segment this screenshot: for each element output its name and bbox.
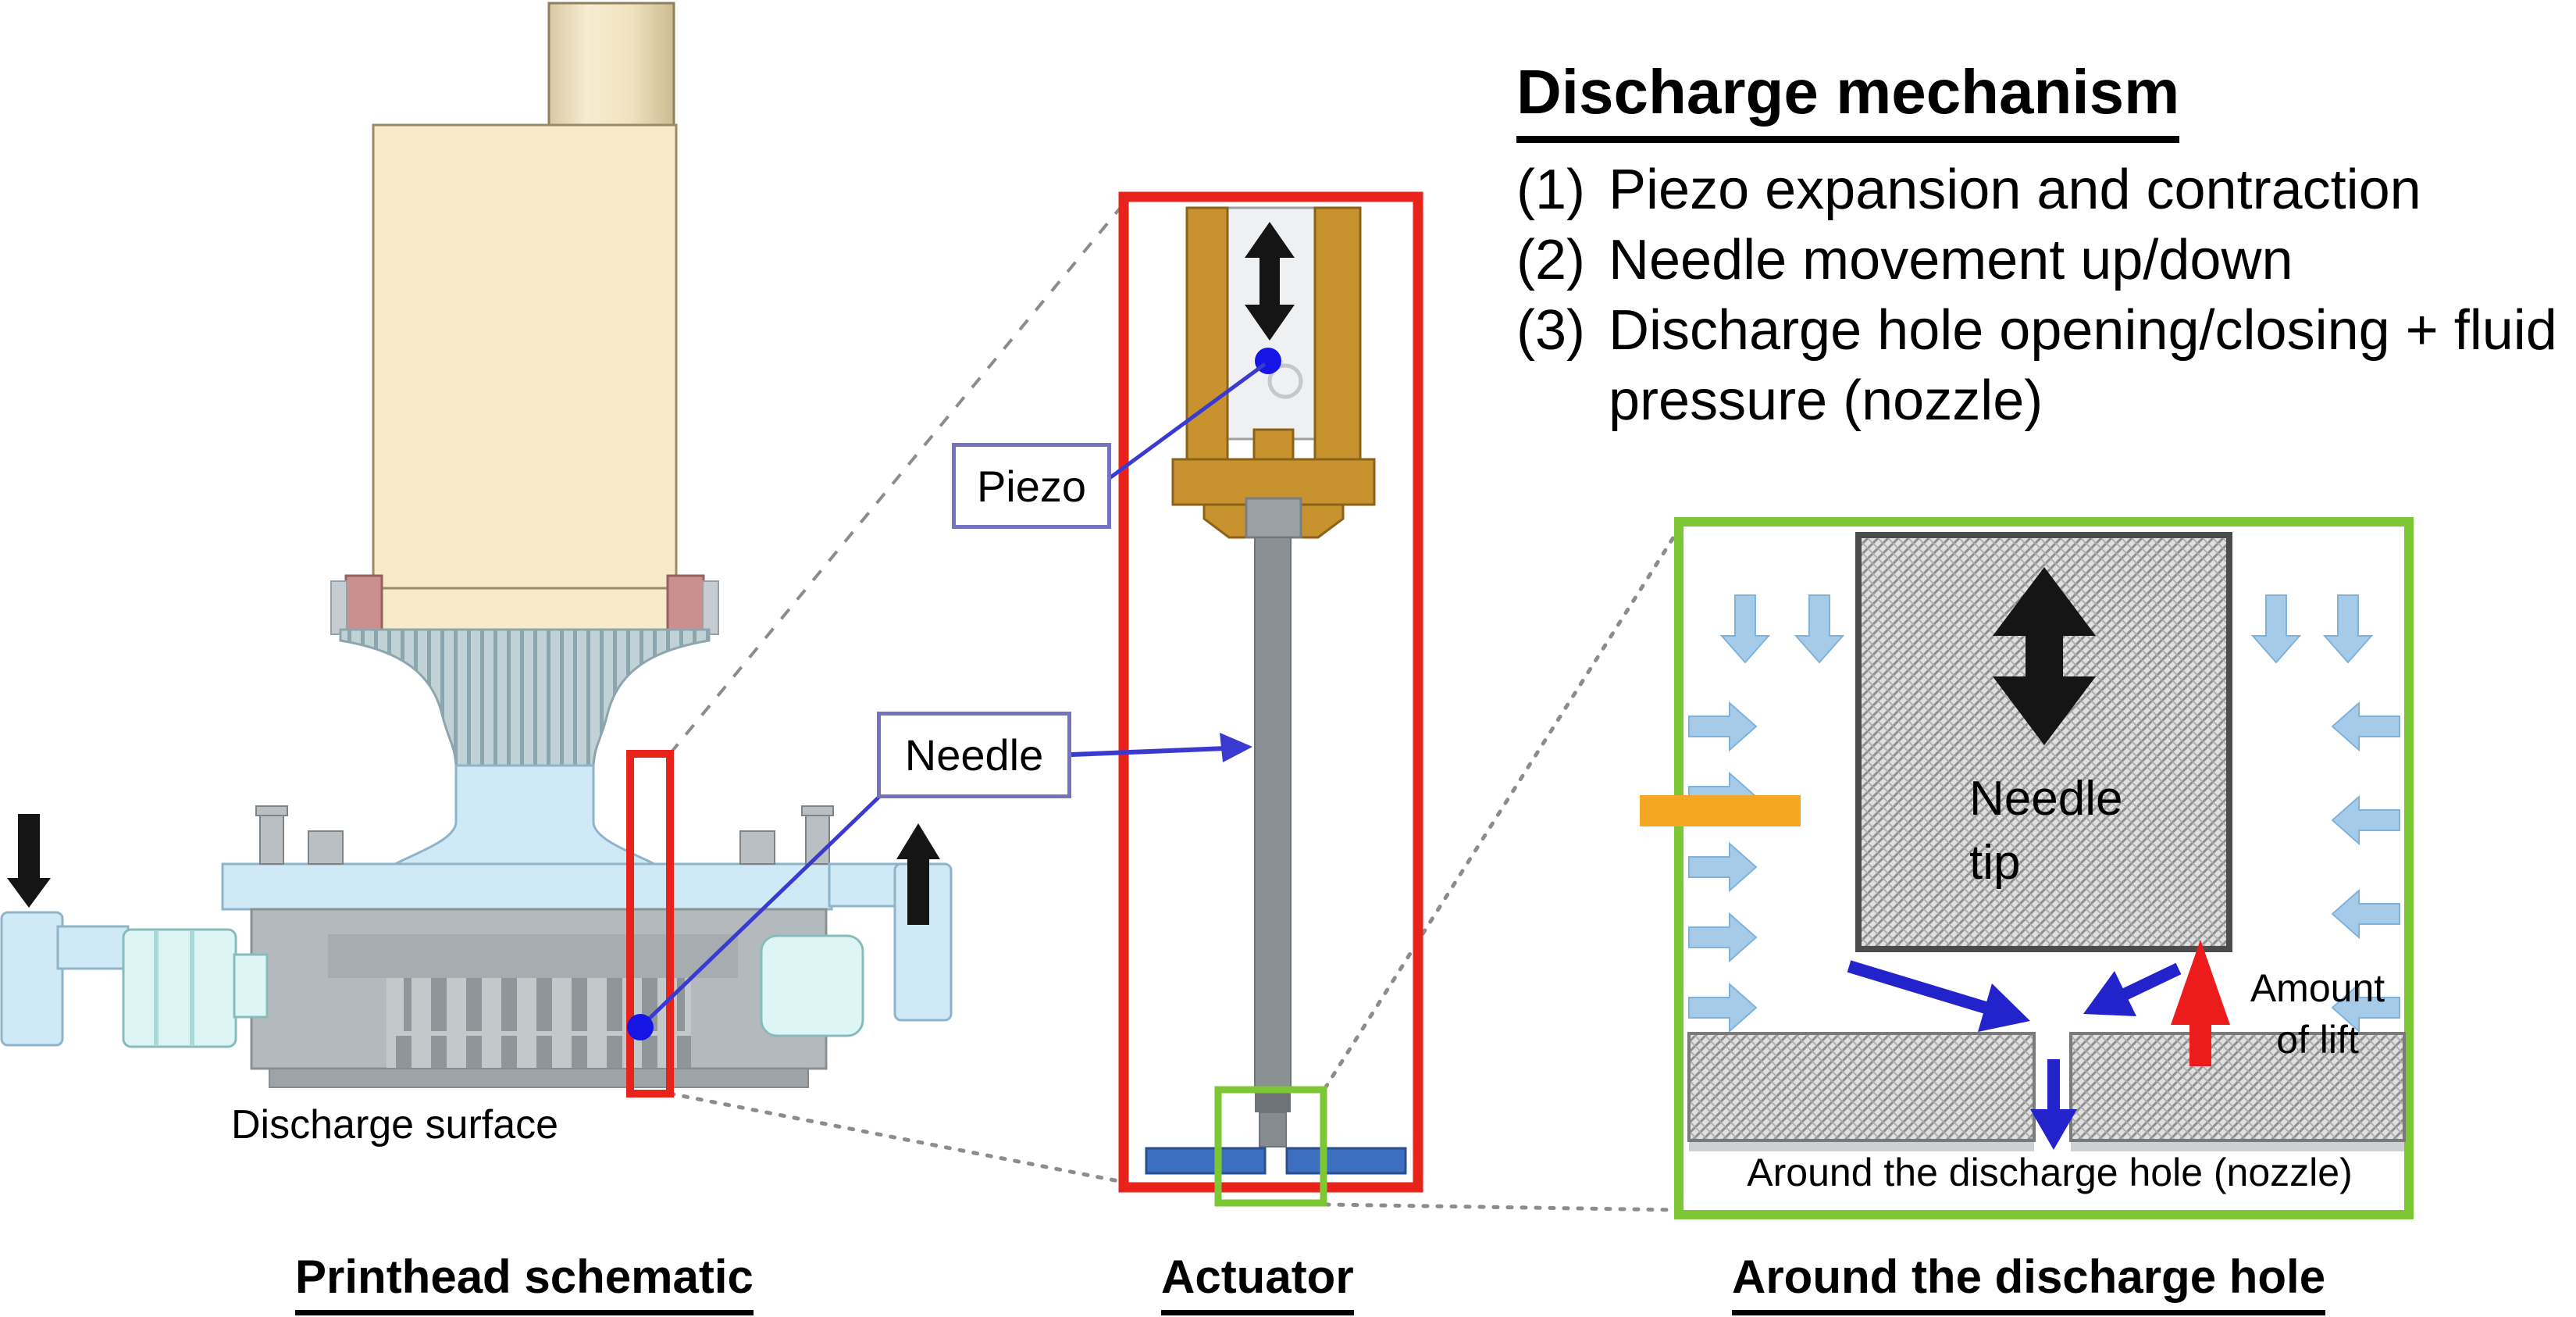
step-text: Piezo expansion and contraction [1609, 159, 2421, 221]
mechanism-step-3: (3) Discharge hole opening/closing + flu… [1516, 295, 2576, 436]
needle-pointer-line-right [1071, 746, 1227, 757]
base-sole-plate [269, 1068, 809, 1088]
flow-arrow-right-icon [1688, 702, 1757, 751]
step-text: Discharge hole opening/closing + fluid p… [1609, 299, 2557, 432]
flange-bolt-left [344, 574, 383, 631]
flow-arrow-down-icon [1721, 594, 1769, 663]
flange-clamp-right [702, 580, 719, 635]
flow-arrow-right-icon [1688, 913, 1757, 962]
actuator-coupling-pad [1245, 497, 1302, 539]
printhead-top-cylinder [547, 2, 675, 128]
flow-into-hole-right-head [2083, 971, 2136, 1016]
nozzle-floor-right [2069, 1032, 2406, 1142]
needle-anchor-dot [627, 1014, 654, 1040]
piezo-label-box: Piezo [952, 443, 1111, 529]
mechanism-step-2: (2) Needle movement up/down [1516, 225, 2576, 295]
nozzle-caption: Around the discharge hole (nozzle) [1747, 1151, 2353, 1194]
flow-arrow-left-icon [2332, 702, 2400, 751]
plate-bolt-hex-right [739, 830, 775, 865]
printhead-body [372, 123, 678, 590]
flow-into-hole-left-head [1978, 983, 2030, 1032]
floor-shadow-right [2071, 1140, 2404, 1151]
lift-arrow-icon [2171, 940, 2230, 1066]
amount-of-lift-label: Amount of lift [2250, 966, 2385, 1062]
printhead-fin-section [339, 628, 711, 767]
piezo-actuator-yoke [1171, 206, 1376, 539]
discharge-jet-arrowhead [2030, 1109, 2077, 1150]
needle-rod-band [1255, 1092, 1291, 1112]
needle-label: Needle [904, 730, 1044, 780]
flow-into-hole-left [1847, 960, 1998, 1017]
flow-arrow-right-icon [1688, 983, 1757, 1032]
plate-bolt-tall-left [259, 812, 284, 865]
printhead-caption: Printhead schematic [295, 1250, 754, 1315]
connector-dash-top-left [668, 198, 1128, 755]
flange-clamp-left [330, 580, 347, 635]
piezo-pointer-line [1108, 362, 1267, 480]
nozzle-plate-left [1145, 1147, 1267, 1175]
discharge-hole-caption: Around the discharge hole [1732, 1250, 2326, 1315]
needle-label-box: Needle [877, 712, 1071, 798]
plate-bolt-hex-left [308, 830, 344, 865]
plate-bolt-tall-left-cap [255, 805, 288, 816]
up-arrow-icon [896, 823, 940, 925]
base-comb-teeth-lower [387, 1036, 691, 1069]
connector-dot-top-right [1323, 524, 1683, 1090]
actuator-caption: Actuator [1161, 1250, 1354, 1315]
flange-bolt-right [666, 574, 705, 631]
flow-arrow-down-icon [2252, 594, 2300, 663]
discharge-surface-label: Discharge surface [231, 1102, 559, 1147]
nozzle-plate-right [1285, 1147, 1407, 1175]
connector-dot-bottom-left [668, 1091, 1129, 1185]
discharge-hole-highlight-box [1674, 517, 2414, 1219]
flow-arrow-left-icon [2332, 796, 2400, 844]
connector-dot-bottom-right [1323, 1202, 1683, 1212]
up-down-arrow-icon [1993, 567, 2096, 745]
step-number: (1) [1516, 159, 1585, 221]
needle-rod [1254, 537, 1292, 1093]
discharge-hole-figure [1640, 517, 2414, 1219]
mechanism-step-1: (1) Piezo expansion and contraction [1516, 155, 2576, 225]
magnification-connector-lines [668, 198, 1683, 1212]
plate-bolt-tall-right-cap [801, 805, 834, 816]
step-number: (2) [1516, 229, 1585, 291]
printhead-mount-plate [221, 862, 833, 911]
needle-pointer-arrowhead [1220, 733, 1252, 762]
step-text: Needle movement up/down [1609, 229, 2293, 291]
actuator-highlight-box [1118, 191, 1423, 1193]
floor-shadow-left [1689, 1140, 2034, 1151]
fluid-inlet-bar [1640, 795, 1801, 826]
up-down-arrow-icon [1245, 222, 1295, 341]
piezo-label: Piezo [976, 461, 1087, 511]
down-arrow-icon [7, 814, 51, 908]
needle-pointer-line-left [639, 794, 882, 1029]
left-supply-pipe [0, 911, 269, 1048]
flow-arrow-right-icon [1688, 843, 1757, 891]
flow-arrow-down-icon [2324, 594, 2372, 663]
actuator-figure [1071, 191, 1423, 1207]
needle-tip-highlight-box [1214, 1086, 1327, 1207]
needle-rod-tip [1259, 1112, 1287, 1147]
flow-arrow-left-icon [2332, 890, 2400, 938]
base-recess [328, 934, 738, 978]
discharge-mechanism-list: (1) Piezo expansion and contraction (2) … [1516, 155, 2576, 436]
nozzle-floor-left [1687, 1032, 2036, 1142]
needle-area-highlight-box [626, 750, 674, 1098]
needle-tip-label: Needle tip [1969, 772, 2123, 890]
piezo-hole [1267, 363, 1303, 399]
flow-arrow-down-icon [1795, 594, 1844, 663]
discharge-mechanism-title: Discharge mechanism [1516, 56, 2180, 143]
printhead-neck [394, 764, 655, 866]
printhead-schematic-figure [0, 2, 953, 1098]
printhead-body-flange [339, 587, 711, 631]
step-number: (3) [1516, 299, 1585, 362]
